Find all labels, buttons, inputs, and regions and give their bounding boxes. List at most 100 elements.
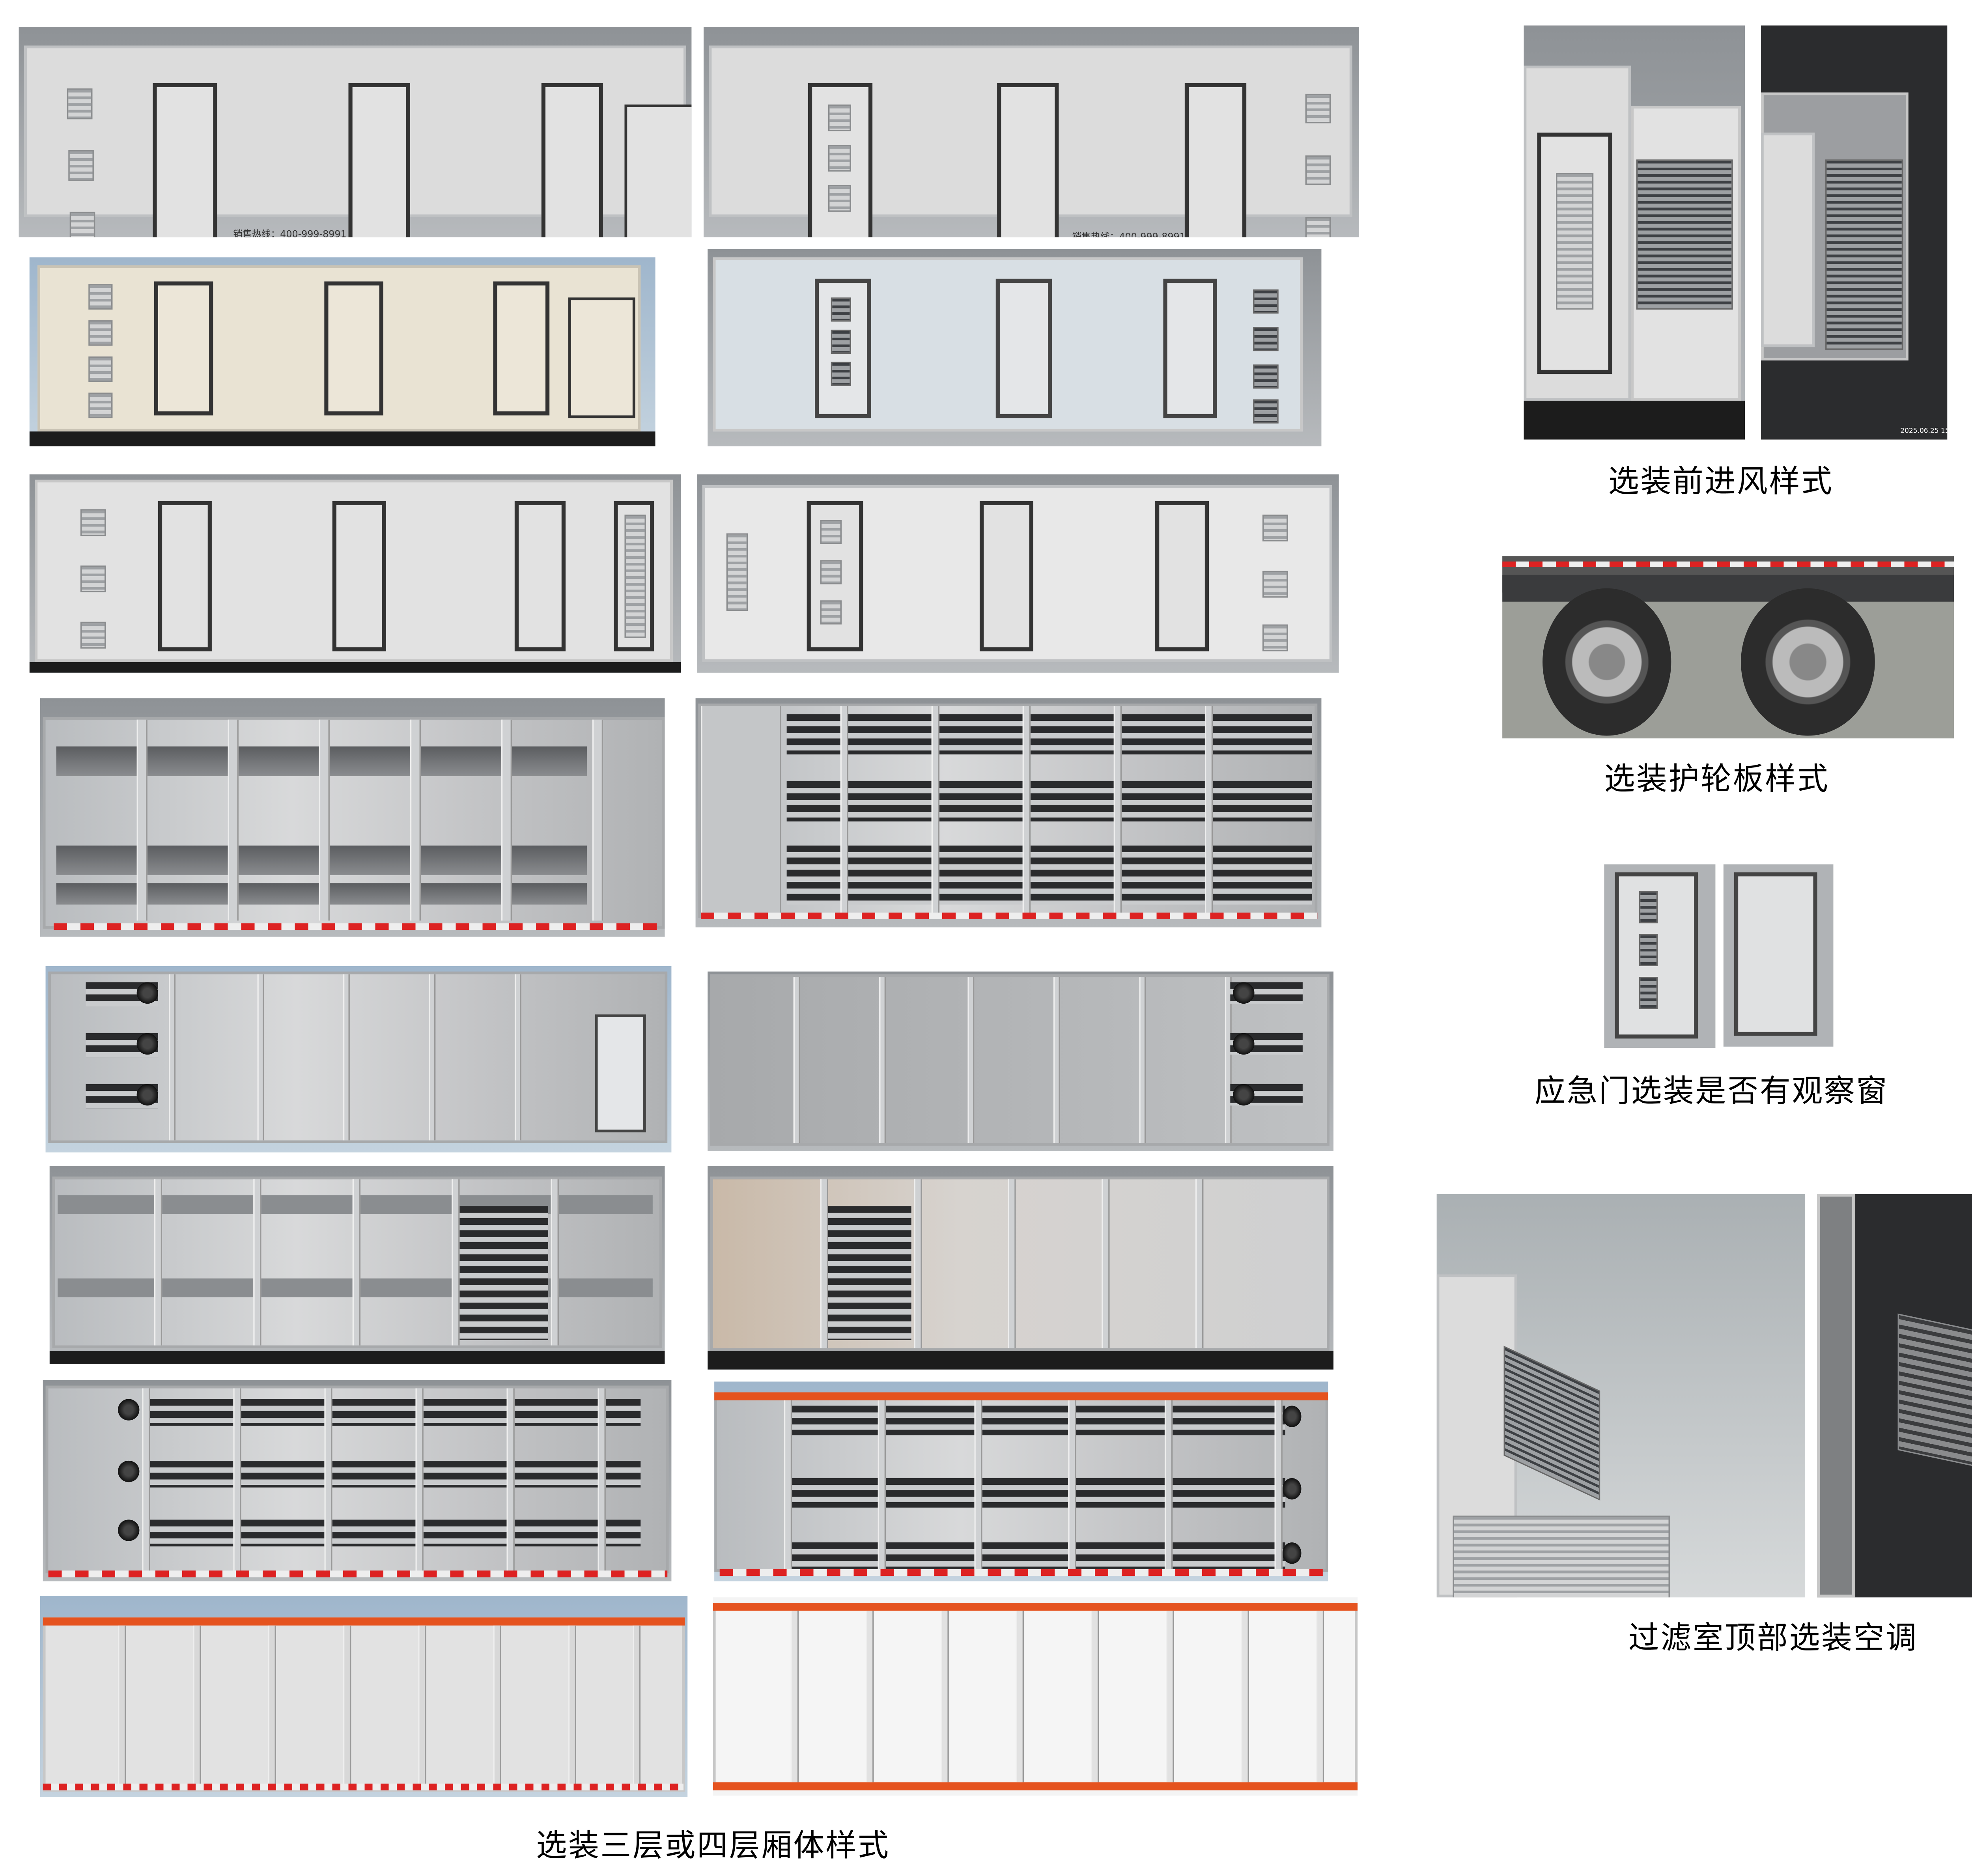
intake-louvre (1453, 1516, 1670, 1598)
fan-icon (1282, 1542, 1302, 1564)
emergency-door-with-window (1604, 864, 1716, 1048)
post (784, 1400, 792, 1575)
slat-band (454, 1206, 548, 1340)
vent-icon (828, 105, 851, 132)
post (1091, 1611, 1099, 1783)
ac-unit (1503, 1346, 1600, 1501)
post (352, 1179, 361, 1346)
vent-icon (88, 320, 113, 346)
access-door (568, 297, 635, 418)
post (1316, 1611, 1324, 1783)
reflector-strip (48, 1570, 668, 1577)
post (820, 1179, 828, 1348)
intake-louvre (1825, 159, 1903, 350)
caption-wheel-guard: 选装护轮板样式 (1604, 762, 1830, 797)
louvre-panel (726, 533, 748, 611)
slat-band (142, 1460, 641, 1488)
post (514, 974, 521, 1141)
post (319, 719, 330, 921)
post (592, 719, 603, 921)
post (551, 1179, 559, 1346)
vent-icon (831, 329, 851, 354)
observation-window (1639, 934, 1658, 966)
side-door (332, 501, 386, 651)
vent-icon (1253, 399, 1279, 424)
vent-icon (67, 88, 93, 119)
reflector-strip (719, 1569, 1323, 1576)
chassis (29, 662, 681, 673)
chassis (1524, 401, 1745, 440)
vent-icon (80, 509, 106, 536)
box-photo-r7-right (714, 1381, 1328, 1581)
post (1016, 1611, 1024, 1783)
post (1102, 1179, 1110, 1348)
orange-top-rail (713, 1603, 1358, 1611)
post (1053, 977, 1060, 1143)
vent-icon (1305, 93, 1331, 123)
vent-icon (1305, 155, 1331, 185)
access-door (624, 105, 692, 237)
fan-icon (1233, 982, 1255, 1004)
fan-icon (1282, 1406, 1302, 1427)
post (501, 719, 512, 921)
box-photo-r1-right: 销售热线：400-999-8991 (703, 26, 1359, 237)
side-door (1163, 278, 1217, 418)
box-photo-r1-left: 销售热线：400-999-8991 (19, 26, 692, 237)
vent-icon (831, 362, 851, 386)
vent-icon (68, 150, 94, 181)
post (1139, 977, 1146, 1143)
orange-top-rail (714, 1392, 1328, 1400)
vent-icon (828, 144, 851, 172)
wheel-icon (1741, 588, 1875, 736)
slat-band (786, 781, 1312, 821)
side-door (1184, 83, 1247, 237)
post (253, 1179, 261, 1346)
post (1068, 1400, 1076, 1575)
fan-icon (1233, 1033, 1255, 1055)
post (343, 974, 350, 1141)
box-photo-r6-right (708, 1166, 1334, 1370)
vent-icon (69, 211, 95, 237)
box-photo-r5-left (45, 966, 672, 1153)
slat-band (786, 714, 1312, 755)
side-door (995, 278, 1052, 418)
chassis (49, 1351, 665, 1365)
vent-icon (80, 565, 106, 592)
wheel-icon (1542, 588, 1671, 736)
vent-icon (1262, 624, 1288, 651)
observation-window (1639, 891, 1658, 924)
fan-icon (118, 1519, 140, 1541)
post (418, 1625, 426, 1786)
wheel-guard (1502, 575, 1954, 602)
post (568, 1625, 577, 1786)
vent-icon (831, 297, 851, 322)
post (840, 706, 848, 915)
orange-bottom-rail (713, 1782, 1358, 1790)
vent-icon (1253, 289, 1279, 314)
caption-emergency-door: 应急门选装是否有观察窗 (1534, 1075, 1888, 1110)
front-panel (701, 706, 782, 915)
slat-band (789, 1542, 1285, 1570)
box-body (713, 1603, 1358, 1785)
vent-icon (820, 520, 842, 544)
caption-three-four-tier: 选装三层或四层厢体样式 (536, 1829, 890, 1864)
post (879, 977, 886, 1143)
emergency-door-without-window (1723, 864, 1834, 1047)
box-photo-r2-left (29, 257, 655, 446)
vent-icon (1253, 327, 1279, 351)
box-photo-r3-right (697, 474, 1339, 673)
vent-icon (820, 560, 842, 584)
reflector-strip (1502, 561, 1954, 567)
box-photo-r8-left (40, 1596, 688, 1797)
post (228, 719, 239, 921)
caption-front-vent: 选装前进风样式 (1608, 465, 1834, 500)
side-door (997, 83, 1059, 237)
box-body (710, 1176, 1330, 1351)
vent-icon (1556, 173, 1594, 310)
vent-icon (828, 185, 851, 212)
filter-room-ac-photo-1 (1436, 1194, 1806, 1598)
side-panel (1761, 133, 1815, 347)
box-photo-r3-left (29, 474, 681, 673)
post (1241, 1611, 1249, 1783)
